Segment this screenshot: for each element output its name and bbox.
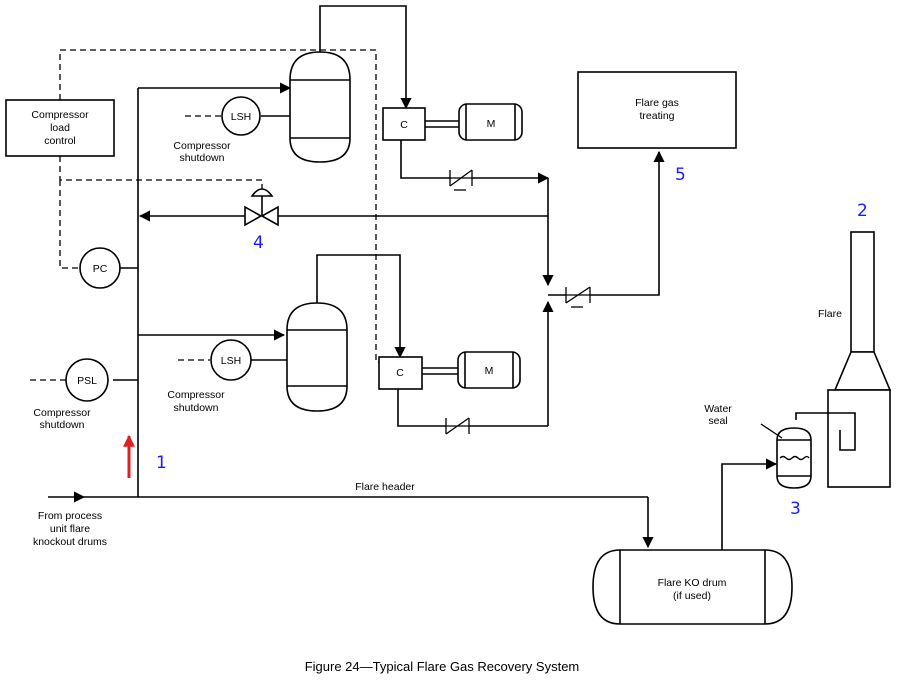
callout-1: 1 [156, 453, 167, 473]
callout-4: 4 [253, 233, 264, 253]
water-seal-label-1: Water [704, 403, 732, 415]
callout-2: 2 [857, 201, 868, 221]
flare-stack [795, 231, 892, 488]
ko-drum-label-2: (if used) [673, 590, 711, 602]
discharge-check-valve [565, 286, 591, 308]
lower-motor [457, 351, 521, 389]
from-process-label-2: unit flare [50, 523, 90, 535]
lower-shutdown-label-1: Compressor [167, 389, 225, 401]
psl-shutdown-label-2: shutdown [40, 419, 85, 431]
lower-lsh-instrument [210, 339, 252, 381]
flare-ko-drum [592, 549, 793, 625]
ko-drum-label-1: Flare KO drum [658, 577, 727, 589]
lower-check-valve [445, 417, 470, 435]
lower-motor-label: M [485, 365, 494, 377]
treating-label-2: treating [639, 110, 674, 122]
figure-caption: Figure 24—Typical Flare Gas Recovery Sys… [305, 659, 580, 674]
upper-check-valve [449, 169, 473, 191]
upper-shutdown-label-1: Compressor [173, 140, 231, 152]
control-dashed-lines [30, 49, 382, 381]
upper-compressor [382, 107, 426, 141]
load-control-label-1: Compressor [31, 109, 89, 121]
pc-instrument [79, 247, 121, 289]
psl-shutdown-label-1: Compressor [33, 407, 91, 419]
upper-compressor-label: C [400, 119, 408, 131]
water-seal-label-2: seal [708, 415, 727, 427]
callout-5: 5 [675, 165, 686, 185]
pc-label: PC [93, 263, 108, 275]
load-control-label-2: load [50, 122, 70, 134]
lower-compressor-label: C [396, 367, 404, 379]
treating-label-1: Flare gas [635, 97, 679, 109]
lower-shutdown-label-2: shutdown [174, 402, 219, 414]
water-seal-drum [776, 427, 812, 489]
upper-lsh-instrument [221, 96, 261, 136]
flare-gas-treating-box [577, 71, 737, 149]
load-control-label-3: control [44, 135, 76, 147]
lower-lsh-label: LSH [221, 355, 241, 367]
callout-3: 3 [790, 499, 801, 519]
flare-header-line [48, 491, 654, 549]
upper-shutdown-label-2: shutdown [180, 152, 225, 164]
from-process-label-1: From process [38, 510, 102, 522]
upper-motor [458, 103, 523, 141]
upper-motor-label: M [487, 118, 496, 130]
from-process-label-3: knockout drums [33, 536, 107, 548]
flare-header-label: Flare header [355, 481, 415, 493]
flare-label: Flare [818, 308, 842, 320]
lower-scrubber-drum [286, 302, 348, 412]
psl-instrument [65, 358, 109, 402]
recycle-control-valve [244, 188, 279, 227]
psl-label: PSL [77, 375, 97, 387]
upper-lsh-label: LSH [231, 111, 251, 123]
lower-compressor [378, 356, 423, 390]
upper-scrubber-drum [289, 51, 351, 163]
main-riser-line [113, 82, 292, 497]
